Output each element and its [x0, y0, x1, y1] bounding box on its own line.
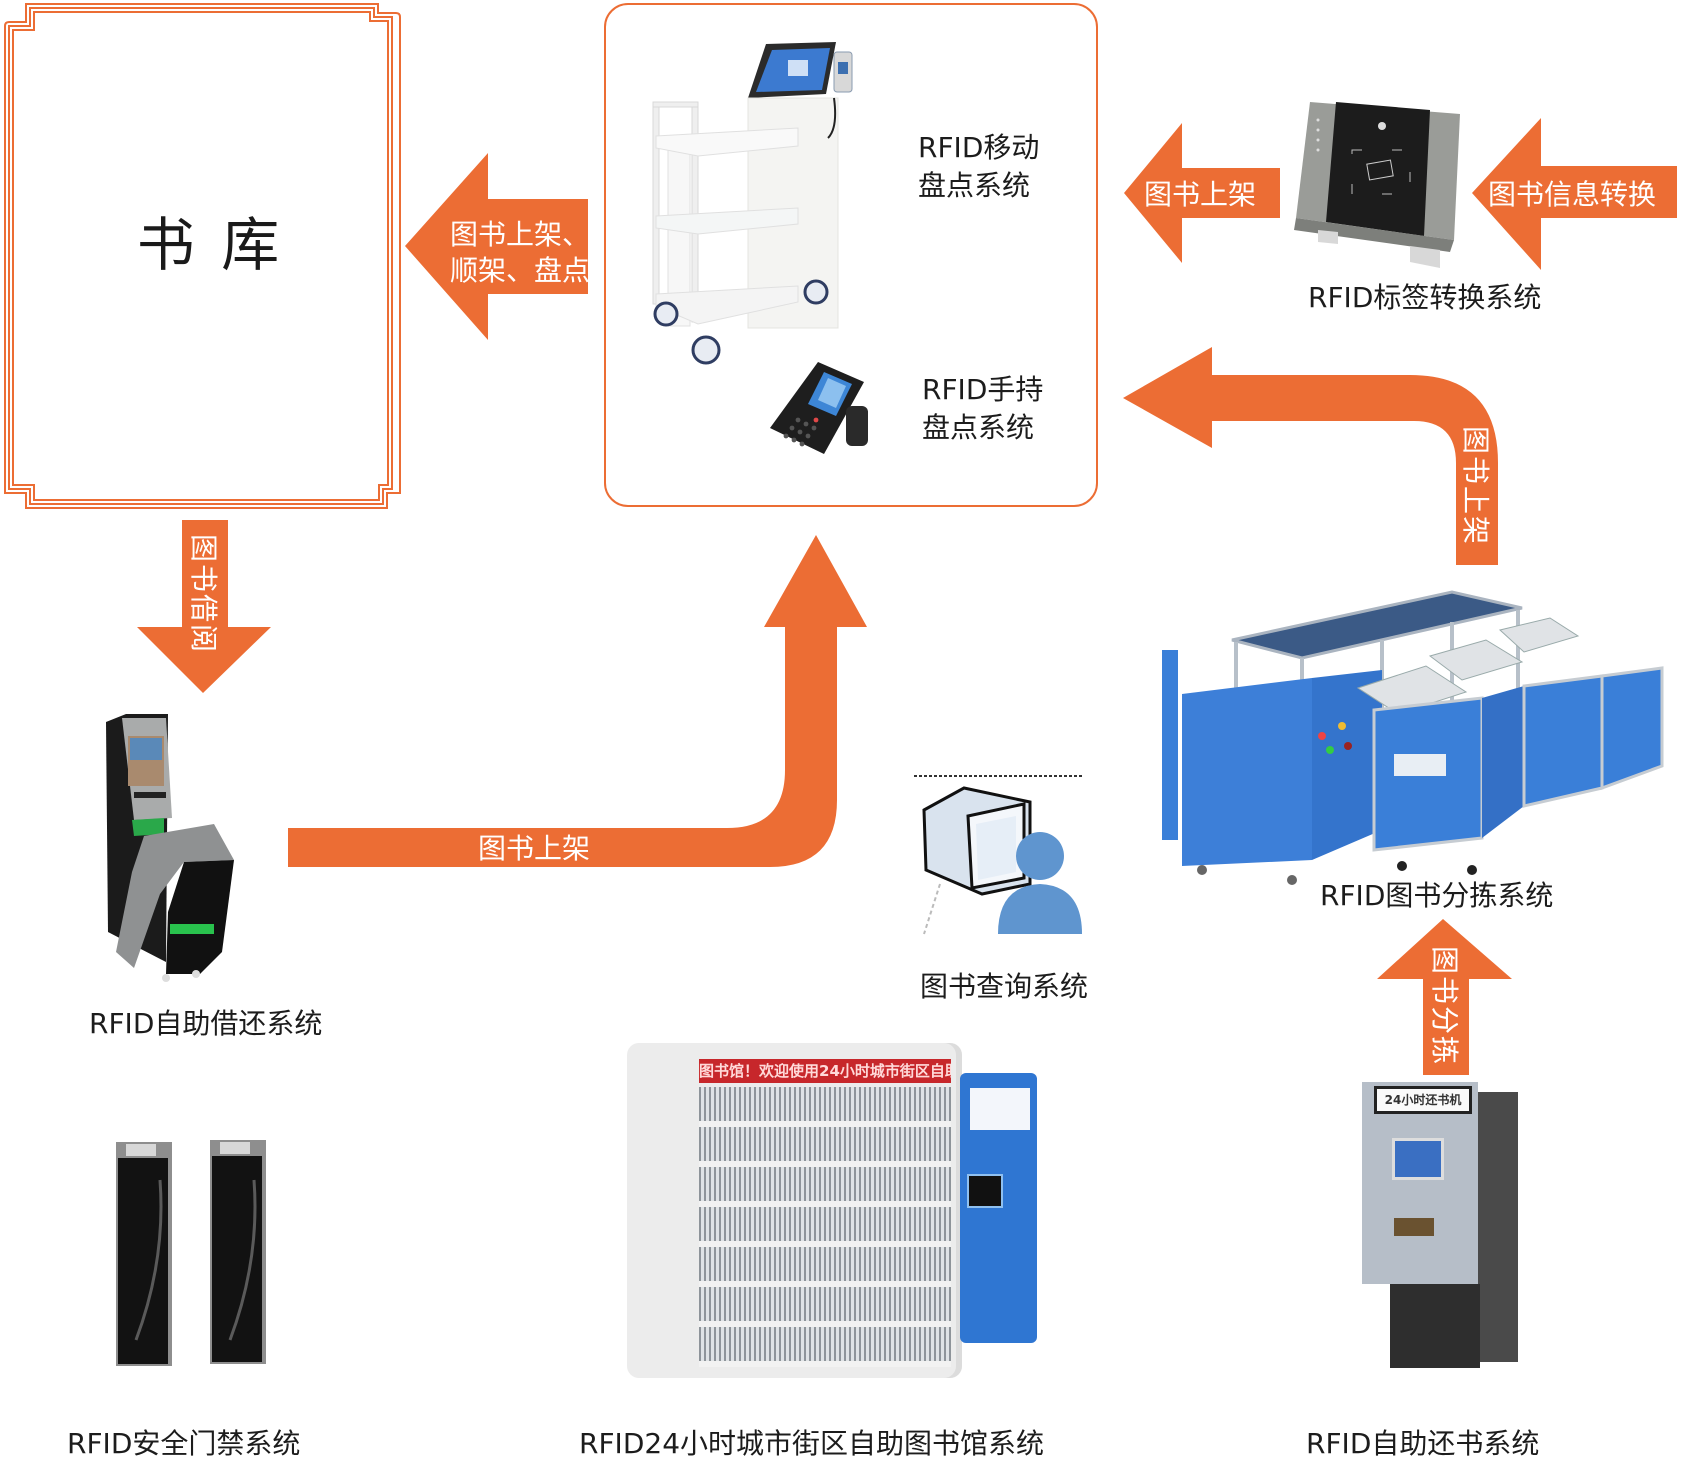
- led-banner: 图书馆！欢迎使用24小时城市街区自助: [699, 1059, 951, 1083]
- sorting-system-image: [1162, 590, 1664, 885]
- svg-text:架: 架: [1459, 516, 1492, 544]
- stacks-frame: [4, 3, 401, 509]
- return-machine-side: [1474, 1092, 1518, 1362]
- self-return-system-label: RFID自助还书系统: [1306, 1427, 1540, 1460]
- street-library-image: 图书馆！欢迎使用24小时城市街区自助: [627, 1043, 1037, 1391]
- tag-conversion-system-label: RFID标签转换系统: [1308, 281, 1542, 314]
- arrow-borrow-text: 图 书 借 阅: [187, 534, 220, 652]
- arrow-kiosk-to-inventory-text: 图书上架: [478, 832, 590, 865]
- handheld-inventory-label-line2: 盘点系统: [922, 411, 1035, 444]
- book-query-icon: [914, 775, 1084, 935]
- inventory-systems-box: [604, 3, 1098, 507]
- security-gate-system-label: RFID安全门禁系统: [67, 1427, 301, 1460]
- arrow-tag-to-inventory-text: 图书上架: [1144, 178, 1256, 211]
- self-checkout-system-label: RFID自助借还系统: [89, 1007, 323, 1040]
- handheld-inventory-label-line1: RFID手持: [922, 373, 1044, 406]
- mobile-inventory-label-line1: RFID移动: [918, 131, 1040, 164]
- arrow-info-conversion: [1472, 118, 1677, 270]
- svg-text:书: 书: [1428, 976, 1461, 1004]
- svg-text:图: 图: [1459, 426, 1492, 454]
- kiosk-top-screen: [970, 1088, 1030, 1130]
- return-machine-base: [1390, 1284, 1480, 1368]
- arrow-kiosk-to-inventory: [288, 535, 867, 867]
- handheld-reader-image: [770, 362, 868, 454]
- svg-text:图: 图: [187, 534, 220, 562]
- svg-text:书: 书: [187, 564, 220, 592]
- kiosk-touch-screen: [967, 1174, 1003, 1208]
- svg-text:阅: 阅: [187, 624, 220, 652]
- arrow-to-stacks: [405, 153, 588, 340]
- self-checkout-kiosk-image: [106, 714, 234, 982]
- tag-conversion-reader-image: [1294, 102, 1460, 268]
- arrow-sorting: [1377, 919, 1512, 1075]
- svg-text:拣: 拣: [1428, 1036, 1461, 1064]
- security-gate-image: [116, 1140, 266, 1366]
- return-machine-frame: [1362, 1082, 1478, 1284]
- self-return-machine-image: 24小时还书机: [1362, 1080, 1518, 1370]
- sorting-system-label: RFID图书分拣系统: [1320, 879, 1554, 912]
- svg-text:上: 上: [1459, 486, 1492, 514]
- stacks-title: 书 库: [136, 211, 284, 279]
- arrow-to-stacks-text-2: 顺架、盘点: [450, 254, 590, 287]
- svg-text:借: 借: [187, 594, 220, 622]
- arrow-info-conversion-text: 图书信息转换: [1488, 178, 1656, 211]
- return-machine-screen: [1392, 1138, 1444, 1180]
- svg-text:分: 分: [1428, 1006, 1461, 1034]
- svg-text:书: 书: [1459, 456, 1492, 484]
- arrow-sorting-text: 图 书 分 拣: [1428, 946, 1461, 1064]
- shelf-dividers: [699, 1087, 951, 1367]
- arrow-sorter-to-inventory-text: 图 书 上 架: [1459, 426, 1492, 544]
- arrow-tag-to-inventory: [1124, 123, 1280, 263]
- street-library-system-label: RFID24小时城市街区自助图书馆系统: [579, 1427, 1045, 1460]
- arrow-borrow: [137, 520, 271, 693]
- arrow-to-stacks-text-1: 图书上架、: [450, 218, 590, 251]
- return-machine-header: 24小时还书机: [1374, 1086, 1472, 1114]
- mobile-inventory-cart-image: [652, 42, 853, 365]
- svg-text:图: 图: [1428, 946, 1461, 974]
- arrow-sorter-to-inventory: [1123, 347, 1498, 565]
- book-query-system-label: 图书查询系统: [920, 970, 1089, 1003]
- mobile-inventory-label-line2: 盘点系统: [918, 169, 1031, 202]
- return-machine-slot: [1394, 1218, 1434, 1236]
